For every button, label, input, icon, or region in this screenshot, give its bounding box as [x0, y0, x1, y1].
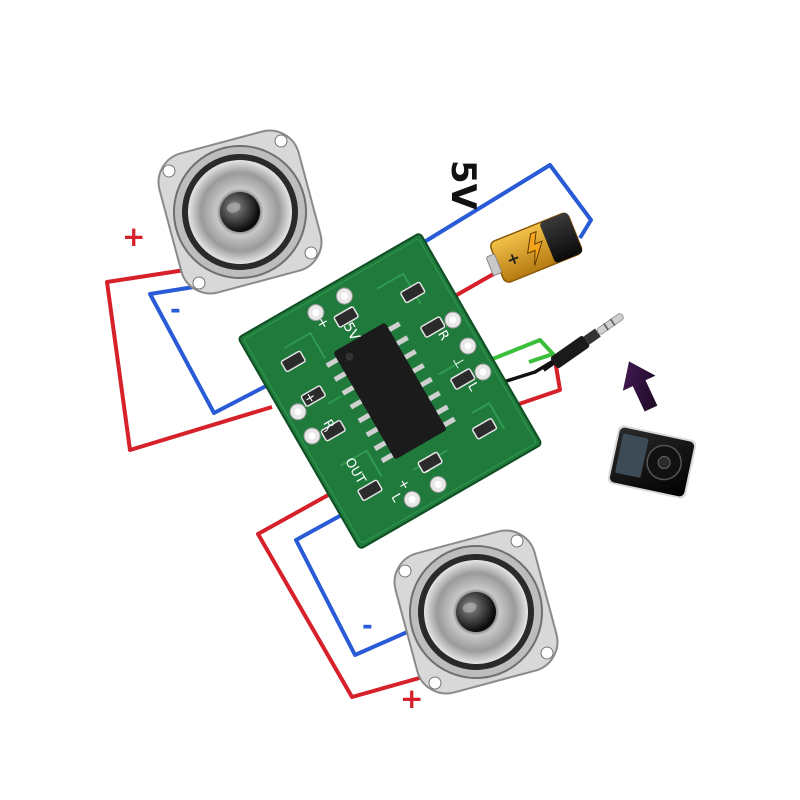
- speaker-icon: [393, 529, 559, 695]
- voltage-label: 5V: [443, 160, 483, 211]
- right-speaker-minus-label: -: [362, 611, 373, 641]
- wire-right-speaker-plus: [256, 492, 449, 699]
- battery-icon: +: [486, 212, 583, 283]
- silk-minus-left: -: [320, 423, 332, 438]
- wire-power-plus: [454, 270, 498, 298]
- wire-left-speaker-minus: [148, 280, 267, 415]
- amplifier-board: 5V + - R ⊥ L OUT R L + - + -: [238, 233, 542, 549]
- wire-input-gnd: [489, 338, 555, 364]
- music-player-icon: [607, 425, 697, 499]
- svg-text:+: +: [503, 247, 523, 270]
- wire-left-speaker-plus: [105, 266, 273, 452]
- left-speaker-plus-label: +: [122, 220, 145, 253]
- ic-chip: [334, 323, 446, 459]
- audio-jack-icon: [542, 313, 624, 372]
- arrow-up-icon: [622, 361, 658, 412]
- output-left-pads: [403, 475, 447, 508]
- input-pads: [444, 311, 492, 381]
- output-right-pads: [289, 403, 321, 445]
- power-pads: [307, 287, 353, 322]
- silk-minus-bottom: -: [422, 464, 434, 479]
- wire-input-right: [496, 358, 556, 386]
- speaker-icon: [157, 129, 323, 295]
- left-speaker-minus-label: -: [170, 295, 181, 325]
- wire-right-speaker-minus: [294, 510, 431, 657]
- right-speaker-plus-label: +: [400, 682, 423, 715]
- wire-input-left: [518, 359, 562, 406]
